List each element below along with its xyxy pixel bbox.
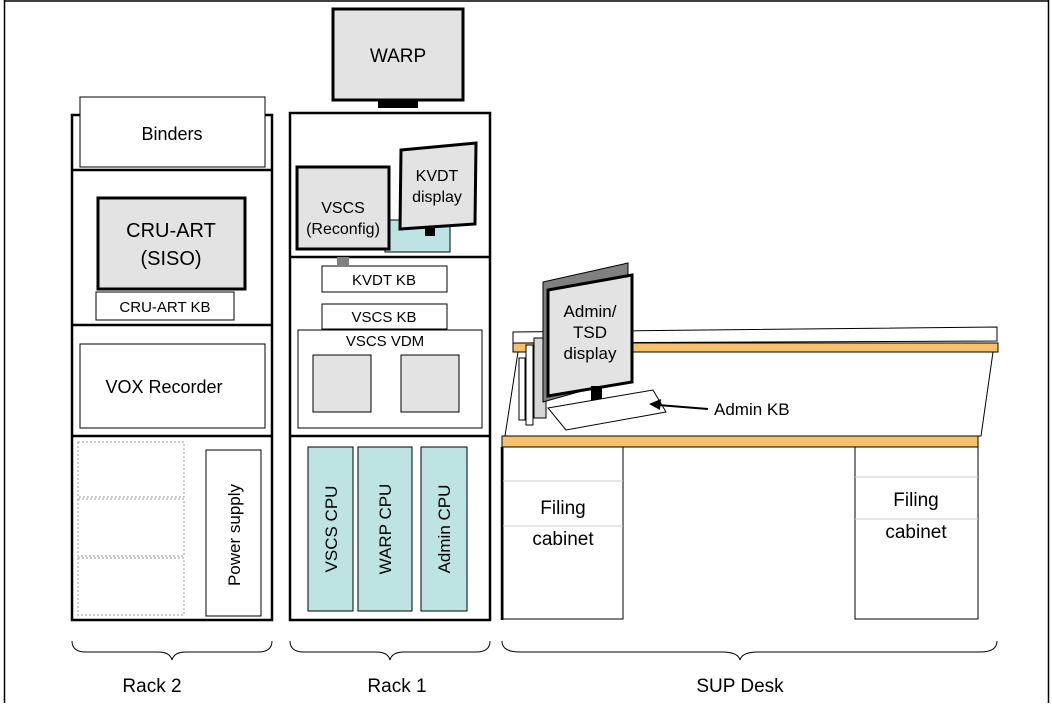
warp-cpu-box (357, 446, 413, 612)
vscs-reconfig-stand (337, 257, 349, 265)
admin-tsd-label: Admin/ (564, 302, 617, 321)
admin-cpu-label: Admin CPU (435, 485, 454, 574)
cru-art-monitor (96, 196, 247, 291)
kvdt-keyboard (321, 265, 448, 293)
kvdt-display-sublabel: display (412, 189, 462, 206)
admin-kb-arrowhead (649, 399, 661, 410)
vdm-unit (312, 354, 372, 413)
filing-cabinet-right-label: Filing (893, 490, 938, 511)
vscs-reconfig-label: VSCS (321, 200, 365, 217)
admin-tsd-display (546, 273, 634, 398)
warp-monitor-stand (378, 100, 418, 108)
filing-cabinet-left (502, 446, 624, 620)
vox-recorder-box (79, 343, 266, 429)
filing-cabinet-left-label: Filing (540, 498, 585, 519)
admin-kb-label: Admin KB (714, 400, 790, 419)
rack-2-brace (71, 640, 273, 661)
power-supply-label: Power supply (225, 483, 244, 586)
sup-desk-label: SUP Desk (696, 676, 784, 697)
sup-desk: Admin/ TSD display Admin KB Filing cabin… (500, 262, 999, 620)
cru-art-keyboard-label: CRU-ART KB (119, 299, 210, 316)
admin-tsd-sublabel-2: display (564, 344, 617, 363)
empty-slot (77, 441, 185, 498)
desk-side-panel (525, 344, 534, 426)
rack-1-frame (288, 111, 492, 622)
admin-display-stand (591, 386, 602, 404)
kvdt-keyboard-label: KVDT KB (352, 272, 416, 289)
rack-2-label: Rack 2 (122, 676, 181, 697)
vscs-vdm-label: VSCS VDM (346, 333, 424, 350)
warp-monitor (331, 7, 465, 102)
rack-1-brace (289, 640, 491, 661)
vscs-reconfig-monitor (295, 165, 391, 251)
rack-1-label: Rack 1 (367, 676, 426, 697)
kvdt-display (398, 141, 478, 231)
empty-slot (77, 557, 185, 616)
kvdt-display-label: KVDT (416, 168, 459, 185)
kvdt-display-stand (425, 226, 435, 236)
binders-label: Binders (141, 124, 202, 144)
desk-hutch-top (512, 326, 998, 344)
vscs-cpu-box (307, 446, 354, 612)
warp-cpu-label: WARP CPU (376, 484, 395, 575)
cru-art-sublabel: (SISO) (140, 248, 201, 270)
vscs-keyboard-label: VSCS KB (351, 309, 416, 326)
admin-kb-arrow (657, 404, 709, 410)
empty-slot (77, 498, 185, 557)
warp-label: WARP (370, 46, 426, 67)
cru-art-keyboard (95, 291, 235, 321)
rack-1: WARP KVDT display VSCS (Reconfig) KVDT K… (288, 7, 492, 622)
vdm-unit (400, 354, 460, 413)
filing-cabinet-right (854, 446, 979, 620)
filing-cabinet-right-sublabel: cabinet (885, 522, 947, 543)
rack-2: Binders CRU-ART (SISO) CRU-ART KB VOX Re… (70, 96, 274, 622)
vscs-keyboard (321, 303, 448, 330)
vox-recorder-label: VOX Recorder (105, 377, 222, 397)
filing-cabinet-left-sublabel: cabinet (532, 529, 594, 550)
cru-art-label: CRU-ART (126, 220, 216, 242)
admin-cpu-box (420, 446, 468, 612)
binders-box (79, 96, 266, 168)
vscs-cpu-label: VSCS CPU (322, 486, 341, 573)
power-supply-box (205, 449, 262, 617)
admin-keyboard (547, 389, 667, 431)
vscs-reconfig-sublabel: (Reconfig) (306, 221, 380, 238)
desk-surface (501, 435, 979, 448)
admin-tsd-sublabel: TSD (573, 323, 607, 342)
desk-side-panel (518, 357, 526, 421)
sup-desk-brace (501, 640, 998, 661)
